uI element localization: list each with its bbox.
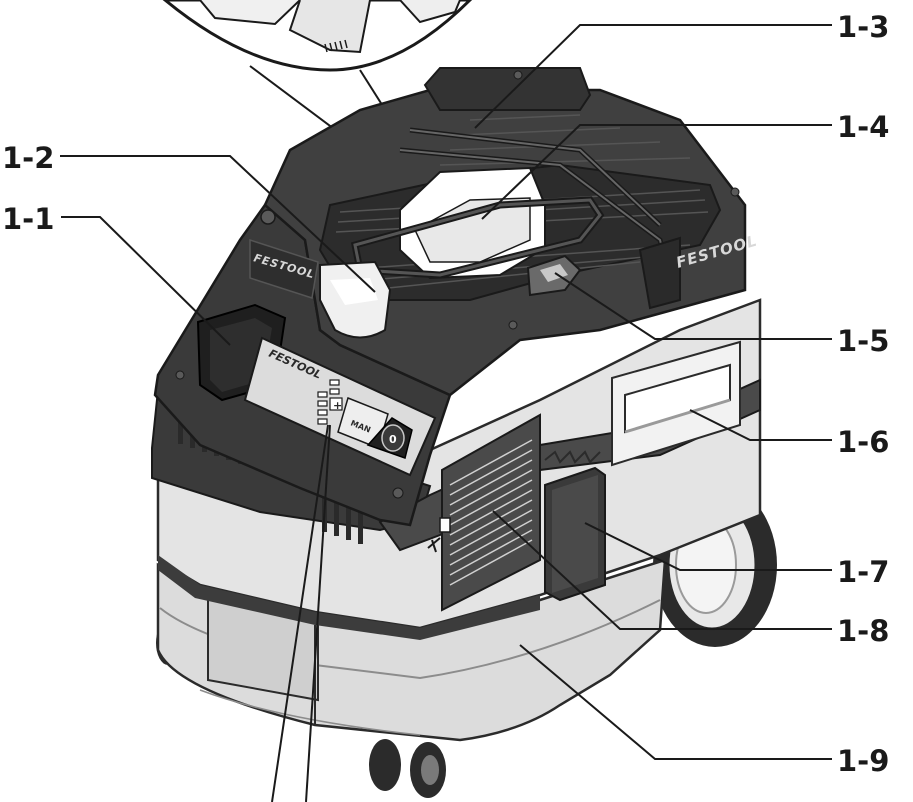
- callout-1-3: 1-3: [837, 10, 889, 44]
- callout-1-5: 1-5: [837, 324, 889, 358]
- callout-1-1: 1-1: [2, 202, 54, 236]
- callout-1-2: 1-2: [2, 141, 54, 175]
- callout-1-8: 1-8: [837, 614, 889, 648]
- callout-1-7: 1-7: [837, 555, 889, 589]
- callout-1-9: 1-9: [837, 744, 889, 778]
- plus-button-symbol: +: [333, 399, 342, 412]
- callout-1-4: 1-4: [837, 110, 889, 144]
- callout-1-6: 1-6: [837, 425, 889, 459]
- power-switch-symbol: 0: [389, 433, 397, 446]
